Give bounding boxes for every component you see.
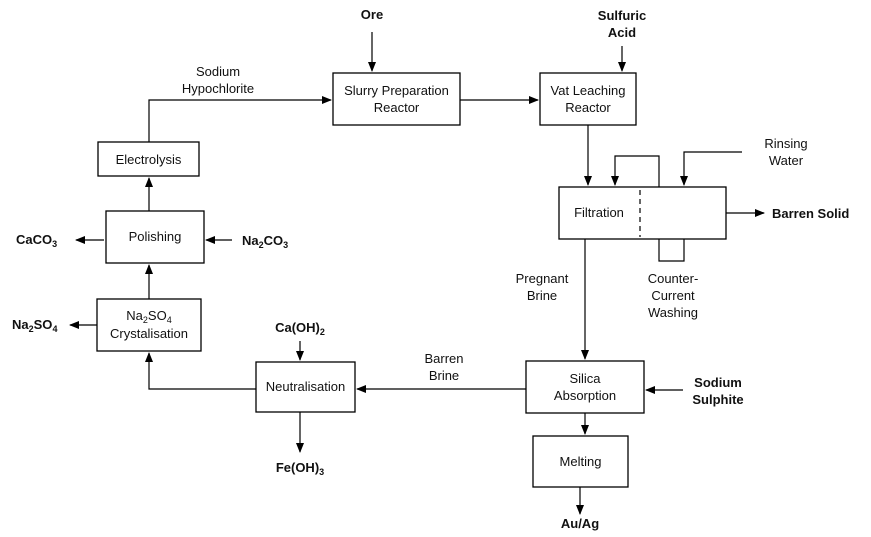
pregnant-brine-line2: Brine bbox=[527, 288, 557, 303]
crystalisation-box bbox=[96, 298, 202, 352]
silica-line1: Silica bbox=[569, 371, 601, 386]
counter-current-line3: Washing bbox=[648, 305, 698, 320]
sulfuric-acid-line1: Sulfuric bbox=[598, 8, 646, 23]
au-ag-label: Au/Ag bbox=[561, 516, 599, 531]
vat-leaching-reactor-box bbox=[539, 72, 637, 126]
polishing-box bbox=[105, 210, 205, 264]
polishing-label: Polishing bbox=[129, 229, 182, 244]
neutralisation-to-crystalisation-arrow bbox=[145, 352, 256, 390]
filtration-label: Filtration bbox=[574, 205, 624, 220]
hypochlorite-arrow bbox=[148, 96, 332, 142]
silica-line2: Absorption bbox=[554, 388, 616, 403]
counter-current-return-arrow bbox=[611, 155, 660, 187]
sulfuric-acid-line2: Acid bbox=[608, 25, 636, 40]
barren-solid-label: Barren Solid bbox=[772, 206, 849, 221]
counter-current-line2: Current bbox=[651, 288, 695, 303]
na2so4-product-label: Na2SO4 bbox=[12, 317, 57, 334]
hypochlorite-line1: Sodium bbox=[196, 64, 240, 79]
sodium-sulphite-line1: Sodium bbox=[694, 375, 742, 390]
electrolysis-label: Electrolysis bbox=[116, 152, 182, 167]
caco3-product-label: CaCO3 bbox=[16, 232, 57, 249]
pregnant-brine-line1: Pregnant bbox=[516, 271, 569, 286]
counter-current-line1: Counter- bbox=[648, 271, 699, 286]
rinsing-water-line1: Rinsing bbox=[764, 136, 807, 151]
silica-absorption-box bbox=[525, 360, 645, 414]
crystalisation-label: Crystalisation bbox=[110, 326, 188, 341]
melting-box bbox=[532, 435, 629, 488]
melting-label: Melting bbox=[560, 454, 602, 469]
caoh2-label: Ca(OH)2 bbox=[275, 320, 325, 337]
ore-label: Ore bbox=[361, 7, 383, 22]
barren-brine-line2: Brine bbox=[429, 368, 459, 383]
rinsing-water-arrow bbox=[680, 151, 742, 186]
sodium-sulphite-line2: Sulphite bbox=[692, 392, 743, 407]
neutralisation-box bbox=[255, 361, 356, 413]
neutralisation-label: Neutralisation bbox=[266, 379, 346, 394]
crystalisation-formula: Na2SO4 bbox=[126, 308, 171, 325]
rinsing-water-line2: Water bbox=[769, 153, 804, 168]
hypochlorite-line2: Hypochlorite bbox=[182, 81, 254, 96]
barren-brine-line1: Barren bbox=[424, 351, 463, 366]
slurry-reactor-line1: Slurry Preparation bbox=[344, 83, 449, 98]
filtration-box bbox=[558, 186, 727, 240]
slurry-reactor-line2: Reactor bbox=[374, 100, 420, 115]
vat-leaching-line2: Reactor bbox=[565, 100, 611, 115]
slurry-preparation-reactor-box bbox=[332, 72, 461, 126]
electrolysis-box bbox=[97, 141, 200, 177]
feoh3-label: Fe(OH)3 bbox=[276, 460, 324, 477]
vat-leaching-line1: Vat Leaching bbox=[551, 83, 626, 98]
na2co3-label: Na2CO3 bbox=[242, 233, 288, 250]
